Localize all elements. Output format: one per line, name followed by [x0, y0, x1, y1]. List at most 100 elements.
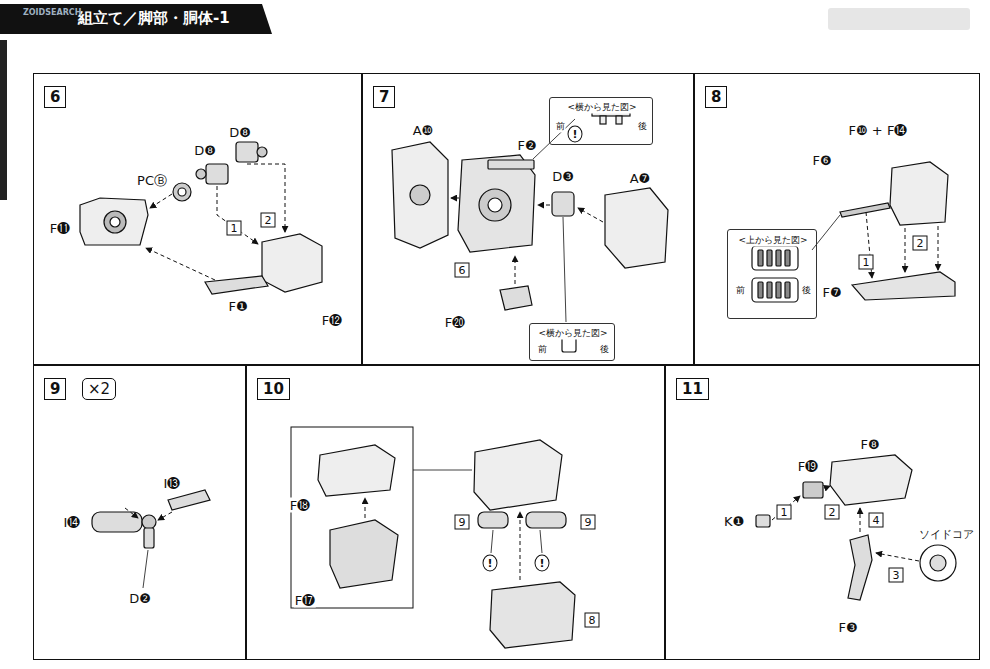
substep-number: 2 — [913, 236, 928, 251]
part-shape — [930, 555, 946, 571]
part-label: D❸ — [551, 169, 575, 184]
part-label: F⓫ — [49, 221, 71, 236]
page-title: 組立て／脚部・胴体-1 — [78, 9, 230, 27]
part-shape — [785, 250, 790, 266]
part-label: I⓭ — [163, 476, 182, 491]
substep-number: 1 — [227, 221, 242, 236]
part-shape — [80, 198, 148, 245]
part-shape — [488, 160, 534, 169]
assembly-arrow — [876, 553, 919, 561]
step-number: 11 — [676, 378, 709, 400]
part-shape — [478, 512, 508, 528]
subassembly-ref: 6 — [455, 263, 470, 278]
step-panel: 7<横から見た図>前後<横から見た図>前後 — [362, 73, 694, 365]
part-shape — [600, 116, 606, 124]
subassembly-ref: 9 — [455, 515, 470, 530]
part-shape — [104, 211, 126, 233]
part-label: F⓴ — [444, 315, 466, 330]
part-label: F⓱ — [294, 593, 316, 608]
part-shape — [142, 515, 156, 529]
assembly-arrow — [247, 164, 285, 232]
view-caption: 後 — [801, 284, 812, 297]
part-shape — [752, 246, 798, 270]
part-shape — [920, 545, 956, 581]
part-shape — [776, 282, 781, 298]
view-caption: 後 — [599, 343, 610, 356]
caution-mark: ! — [568, 126, 583, 143]
assembly-arrow — [860, 508, 861, 532]
assembly-arrow — [905, 228, 906, 272]
part-shape — [830, 455, 912, 505]
assembly-arrow — [158, 512, 172, 520]
part-shape — [767, 250, 772, 266]
parts-drawing — [0, 4, 970, 648]
part-shape — [262, 234, 322, 292]
part-label: D❷ — [128, 591, 152, 606]
part-label: F❼ — [821, 285, 842, 300]
assembly-arrow — [146, 248, 215, 280]
step-panel: 11 — [665, 365, 980, 660]
substep-number: 2 — [825, 505, 840, 520]
view-caption: 前 — [555, 120, 566, 133]
subassembly-ref: 8 — [585, 613, 600, 628]
leader-line — [491, 530, 493, 553]
part-shape — [110, 217, 120, 227]
assembly-arrow — [451, 198, 459, 199]
header-bar — [0, 4, 272, 34]
part-shape — [257, 147, 267, 157]
view-caption: <横から見た図> — [537, 327, 608, 340]
step-panel: 8 <上から見た図>前後 — [694, 73, 980, 365]
assembly-arrow — [772, 496, 800, 520]
view-caption: 前 — [537, 343, 548, 356]
part-label: PCⒷ — [136, 173, 168, 188]
part-shape — [206, 164, 228, 184]
part-label: F❷ — [516, 138, 537, 153]
step-number: ×2 — [82, 378, 116, 400]
part-shape — [552, 192, 574, 216]
leader-line — [143, 550, 148, 588]
assembly-arrow — [825, 486, 830, 488]
inset-frame — [291, 427, 413, 608]
part-shape — [840, 203, 890, 217]
part-label: I⓮ — [63, 515, 82, 530]
view-callout: <上から見た図>前後 — [727, 229, 817, 319]
part-label: F❽ — [859, 437, 880, 452]
step-panel: 9 ×2 — [33, 365, 246, 660]
assembly-arrow — [938, 226, 939, 270]
view-caption: <横から見た図> — [566, 101, 637, 114]
view-caption: 後 — [637, 120, 648, 133]
part-label: F❿ + F⓮ — [848, 123, 909, 138]
part-shape — [756, 515, 770, 527]
part-label: K❶ — [723, 514, 745, 529]
side-tab — [0, 40, 7, 200]
caution-mark: ! — [535, 555, 550, 572]
step-panel: 10 — [246, 365, 665, 660]
part-label: ソイドコア — [918, 527, 975, 542]
substep-number: 4 — [869, 513, 884, 528]
part-shape — [605, 188, 668, 268]
part-shape — [490, 582, 575, 648]
part-label: D❽ — [193, 143, 217, 158]
step-panel: 6 — [33, 73, 362, 365]
part-label: D❽ — [228, 125, 252, 140]
assembly-arrow — [520, 512, 521, 580]
step-number: 9 — [44, 378, 66, 400]
step-number: 8 — [705, 86, 727, 108]
leader-line — [563, 217, 566, 322]
view-caption: <上から見た図> — [737, 234, 808, 247]
leader-line — [540, 530, 542, 553]
part-shape — [318, 445, 395, 496]
step-number: 10 — [257, 378, 290, 400]
part-label: F⓲ — [289, 498, 311, 513]
part-shape — [205, 276, 268, 294]
part-shape — [526, 512, 566, 528]
part-shape — [500, 286, 532, 310]
part-shape — [392, 142, 448, 248]
part-shape — [144, 528, 154, 548]
part-shape — [196, 169, 206, 179]
substep-number: 1 — [859, 255, 874, 270]
view-callout: <横から見た図>前 後 — [549, 97, 653, 145]
assembly-arrow — [125, 508, 138, 518]
watermark: ZOIDSEARCH — [22, 5, 82, 20]
part-label: F❻ — [811, 153, 832, 168]
